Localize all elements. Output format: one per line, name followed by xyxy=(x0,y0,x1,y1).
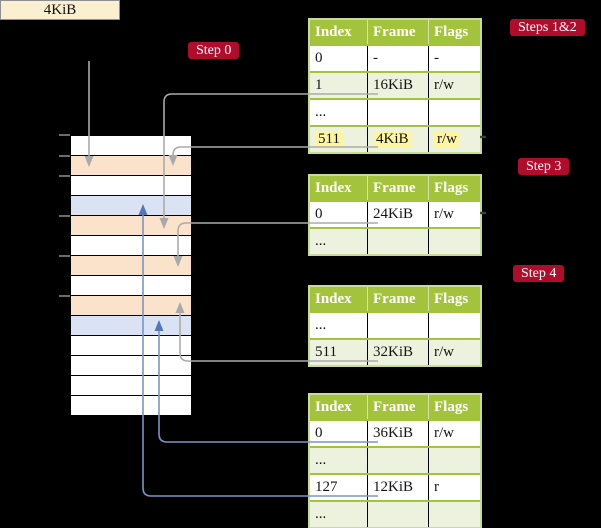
column-header-index: Index xyxy=(315,399,352,415)
page-table-base-box: 4KiB xyxy=(0,0,120,20)
cell-frame: 24KiB xyxy=(367,202,428,227)
memory-row xyxy=(71,176,191,196)
memory-row xyxy=(71,256,191,276)
physical-memory-strip xyxy=(70,135,192,416)
badge-step-4: Step 4 xyxy=(513,265,565,282)
cell-index: 0 xyxy=(315,50,323,66)
table-header-row: Index Frame Flags xyxy=(310,20,480,44)
cell-frame xyxy=(367,313,428,338)
cell-frame xyxy=(367,448,428,473)
cell-flags: r/w xyxy=(428,421,480,446)
page-table-base-label: 4KiB xyxy=(43,2,77,18)
column-header-frame: Frame xyxy=(367,176,428,200)
table-row-highlighted: 511 4KiB r/w xyxy=(310,125,480,152)
cell-frame xyxy=(367,502,428,527)
badge-step-0: Step 0 xyxy=(188,42,240,59)
memory-row xyxy=(71,236,191,256)
memory-row xyxy=(71,336,191,356)
table-header-row: Index Frame Flags xyxy=(310,395,480,419)
badge-steps-1-2: Steps 1&2 xyxy=(510,19,585,36)
badge-step-3: Step 3 xyxy=(518,158,570,175)
badge-step-4-label: Step 4 xyxy=(521,266,557,281)
cell-index: ... xyxy=(315,452,327,468)
cell-index: 0 xyxy=(315,206,323,222)
cell-frame: 36KiB xyxy=(367,421,428,446)
cell-flags xyxy=(428,313,480,338)
table-header-row: Index Frame Flags xyxy=(310,176,480,200)
table-row: ... xyxy=(310,446,480,473)
cell-frame: 16KiB xyxy=(367,73,428,98)
column-header-index: Index xyxy=(315,291,352,307)
badge-step-3-label: Step 3 xyxy=(526,159,562,174)
cell-flags: r/w xyxy=(428,340,480,365)
column-header-frame: Frame xyxy=(367,20,428,44)
table-row: 511 32KiB r/w xyxy=(310,338,480,365)
column-header-frame: Frame xyxy=(367,287,428,311)
cell-flags xyxy=(428,229,480,254)
table-row: ... xyxy=(310,500,480,527)
table-row: 127 12KiB r xyxy=(310,473,480,500)
cell-flags: r xyxy=(428,475,480,500)
cell-flags xyxy=(428,502,480,527)
table-row: 0 24KiB r/w xyxy=(310,200,480,227)
memory-row xyxy=(71,296,191,316)
memory-row xyxy=(71,376,191,396)
cell-flags xyxy=(428,448,480,473)
cell-index: ... xyxy=(315,317,327,333)
column-header-flags: Flags xyxy=(428,287,480,311)
table-row: 0 36KiB r/w xyxy=(310,419,480,446)
highlighted-value: 4KiB xyxy=(373,131,412,147)
table-row: 1 16KiB r/w xyxy=(310,71,480,98)
highlighted-value: 511 xyxy=(315,131,343,147)
cell-flags: r/w xyxy=(428,202,480,227)
page-table-level-3: Index Frame Flags ... 511 32KiB r/w xyxy=(308,285,482,367)
cell-frame: 12KiB xyxy=(367,475,428,500)
memory-row xyxy=(71,396,191,416)
badge-steps-1-2-label: Steps 1&2 xyxy=(518,20,577,35)
badge-step-0-label: Step 0 xyxy=(196,43,232,58)
highlighted-value: r/w xyxy=(434,131,460,147)
cell-frame xyxy=(367,100,428,125)
cell-flags: r/w xyxy=(428,73,480,98)
column-header-flags: Flags xyxy=(428,20,480,44)
cell-flags: - xyxy=(428,46,480,71)
memory-row xyxy=(71,196,191,216)
cell-frame: 4KiB xyxy=(367,127,428,152)
cell-index: 127 xyxy=(315,479,338,495)
table-row: ... xyxy=(310,227,480,254)
cell-index: ... xyxy=(315,506,327,522)
column-header-frame: Frame xyxy=(367,395,428,419)
cell-index: 511 xyxy=(315,344,337,360)
column-header-index: Index xyxy=(315,180,352,196)
cell-frame: 32KiB xyxy=(367,340,428,365)
cell-index: ... xyxy=(315,233,327,249)
memory-row xyxy=(71,356,191,376)
cell-index: 1 xyxy=(315,77,323,93)
cell-index: 0 xyxy=(315,425,323,441)
memory-row xyxy=(71,136,191,156)
page-table-level-4: Index Frame Flags 0 36KiB r/w ... 127 12… xyxy=(308,393,482,528)
column-header-index: Index xyxy=(315,24,352,40)
table-row: ... xyxy=(310,98,480,125)
column-header-flags: Flags xyxy=(428,395,480,419)
page-table-level-1: Index Frame Flags 0 - - 1 16KiB r/w ... … xyxy=(308,18,482,154)
memory-row xyxy=(71,276,191,296)
cell-index: ... xyxy=(315,104,327,120)
cell-frame: - xyxy=(367,46,428,71)
table-header-row: Index Frame Flags xyxy=(310,287,480,311)
cell-frame xyxy=(367,229,428,254)
memory-row xyxy=(71,156,191,176)
table-row: ... xyxy=(310,311,480,338)
column-header-flags: Flags xyxy=(428,176,480,200)
page-table-level-2: Index Frame Flags 0 24KiB r/w ... xyxy=(308,174,482,256)
strip-tick-marks xyxy=(59,134,70,297)
cell-index: 511 xyxy=(310,127,367,152)
table-row: 0 - - xyxy=(310,44,480,71)
cell-flags: r/w xyxy=(428,127,480,152)
memory-row xyxy=(71,316,191,336)
cell-flags xyxy=(428,100,480,125)
memory-row xyxy=(71,216,191,236)
